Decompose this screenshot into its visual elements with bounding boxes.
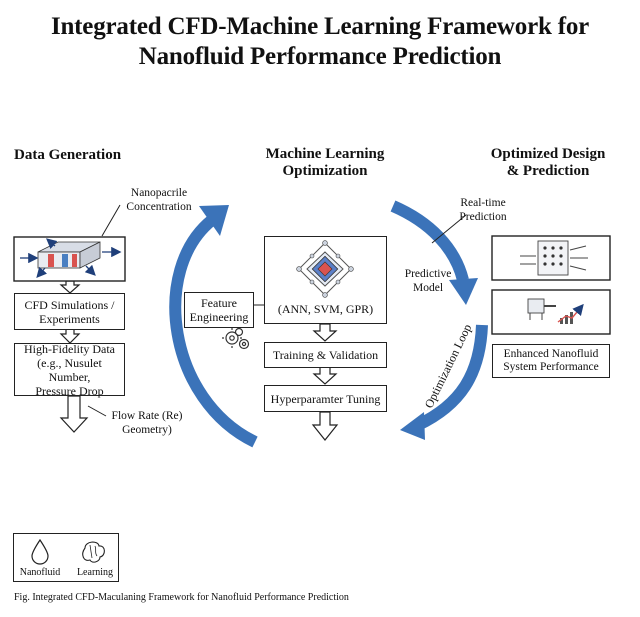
realtime-leader-line bbox=[431, 214, 467, 244]
figure-caption: Fig. Integrated CFD-Maculaning Framework… bbox=[14, 592, 349, 603]
optimization-loop-arrow bbox=[400, 324, 488, 440]
heading-data-generation: Data Generation bbox=[14, 147, 122, 163]
heading-optimized-line-1: Optimized Design bbox=[490, 146, 606, 162]
flow-rate-line-2: Geometry) bbox=[122, 424, 172, 436]
training-validation-box: Training & Validation bbox=[264, 342, 387, 368]
legend-nanofluid: Nanofluid bbox=[19, 567, 61, 578]
nanoparticle-label-line-1: Nanopacrile bbox=[130, 187, 188, 199]
nanoparticle-label-line-2: Concentration bbox=[126, 201, 192, 213]
down-arrow-5 bbox=[312, 366, 338, 385]
neural-network-icon bbox=[296, 240, 354, 298]
down-arrow-1 bbox=[59, 280, 81, 294]
heat-exchanger-icon bbox=[491, 235, 611, 281]
heading-ml-line-1: Machine Learning bbox=[265, 146, 385, 162]
hyperparameter-tuning-box: Hyperparamter Tuning bbox=[264, 385, 387, 412]
realtime-line-2: Prediction bbox=[459, 211, 507, 223]
enhanced-line-2: System Performance bbox=[503, 361, 599, 373]
title-line-1: Integrated CFD-Machine Learning Framewor… bbox=[50, 13, 590, 40]
down-arrow-6 bbox=[311, 411, 339, 441]
predictive-model-line-2: Model bbox=[412, 282, 444, 294]
enhanced-line-1: Enhanced Nanofluid bbox=[503, 348, 599, 360]
hifi-line-2: (e.g., Nusulet Number, bbox=[37, 355, 102, 384]
down-arrow-3 bbox=[59, 395, 89, 433]
feature-engineering-box: Feature Engineering bbox=[184, 292, 254, 328]
hifi-line-3: Pressure Drop bbox=[35, 383, 104, 398]
title-line-2: Nanofluid Performance Prediction bbox=[138, 43, 502, 70]
flow-rate-leader-line bbox=[87, 405, 107, 417]
nanoparticle-leader-line bbox=[101, 204, 121, 237]
cfd-line-1: CFD Simulations / bbox=[24, 297, 115, 312]
hifi-line-1: High-Fidelity Data bbox=[24, 341, 115, 356]
ml-models-box bbox=[264, 236, 387, 324]
heading-ml-line-2: Optimization bbox=[282, 163, 368, 179]
performance-chart-icon bbox=[491, 289, 611, 335]
realtime-line-1: Real-time bbox=[460, 197, 506, 209]
flow-rate-line-1: Flow Rate (Re) bbox=[111, 410, 183, 422]
high-fidelity-data-box: High-Fidelity Data (e.g., Nusulet Number… bbox=[14, 341, 125, 398]
cfd-channel-illustration bbox=[13, 236, 126, 282]
feedback-curved-arrow bbox=[169, 205, 258, 448]
cfd-simulations-box: CFD Simulations / Experiments bbox=[14, 293, 125, 330]
legend-learning: Learning bbox=[76, 567, 114, 578]
cfd-line-2: Experiments bbox=[39, 311, 100, 326]
legend-graphics bbox=[31, 538, 105, 565]
feature-line-2: Engineering bbox=[189, 310, 249, 324]
gear-icon bbox=[222, 327, 250, 350]
predictive-model-line-1: Predictive bbox=[404, 268, 452, 280]
down-arrow-4 bbox=[312, 323, 338, 342]
ml-models-label: (ANN, SVM, GPR) bbox=[277, 302, 374, 316]
enhanced-performance-box: Enhanced Nanofluid System Performance bbox=[492, 344, 610, 378]
heading-optimized-line-2: & Prediction bbox=[506, 163, 590, 179]
feature-line-1: Feature bbox=[201, 296, 237, 310]
legend-box: Nanofluid Learning bbox=[13, 533, 119, 582]
